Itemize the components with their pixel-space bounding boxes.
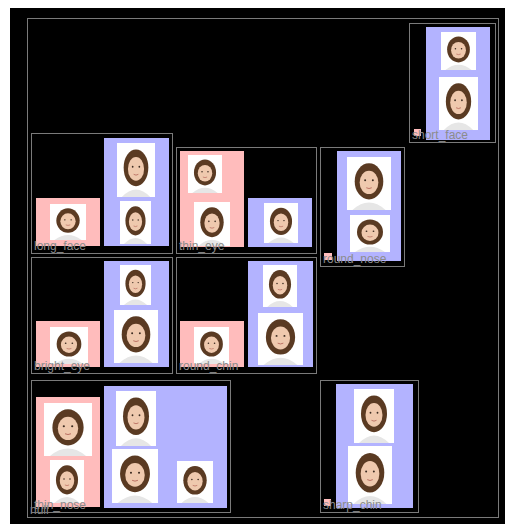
lavender-box [104,261,169,367]
root-region: nullshort_facelong_facethin_eyeround_nos… [27,18,499,518]
face-photo [263,265,297,307]
attribute-group: sharp_chin [320,380,419,513]
lavender-box [248,261,313,367]
face-photo [439,77,478,130]
face-photo [120,201,151,244]
face-photo [44,403,92,456]
group-label: round_chin [179,360,238,373]
lavender-box [104,138,169,246]
face-photo [116,391,156,446]
face-photo [354,389,394,443]
group-label: short_face [412,129,468,142]
attribute-group: long_face [31,133,173,254]
lavender-box [248,198,312,247]
group-label: bright_eye [34,360,90,373]
face-photo [194,327,229,364]
group-label: long_face [34,240,86,253]
face-photo [117,143,155,197]
face-photo [50,460,84,503]
pink-box [36,198,100,246]
group-label: round_nose [323,253,386,266]
pink-box [180,151,244,247]
lavender-box [337,151,401,261]
face-photo [258,313,303,365]
group-label: thin_eye [179,240,224,253]
pink-box [36,397,100,507]
face-photo [188,155,222,193]
face-photo [350,215,390,252]
face-photo [441,32,476,70]
group-label: sharp_chin [323,499,382,512]
attribute-group: thin_nose [31,380,231,513]
black-ground [10,8,505,524]
attribute-group: thin_eye [176,147,317,254]
lavender-box [426,27,490,140]
group-label: thin_nose [34,499,86,512]
face-photo [177,461,213,503]
face-photo [50,327,88,364]
face-photo [264,203,298,243]
attribute-group: round_chin [176,257,317,374]
face-photo [50,204,86,240]
face-photo [348,446,392,504]
lavender-box [104,386,227,508]
attribute-group: short_face [409,23,496,143]
lavender-box [336,384,413,508]
face-photo [347,157,391,210]
face-photo [114,310,158,363]
attribute-group: bright_eye [31,257,173,374]
face-photo [112,449,158,503]
face-photo [120,265,151,305]
attribute-group: round_nose [320,147,405,267]
